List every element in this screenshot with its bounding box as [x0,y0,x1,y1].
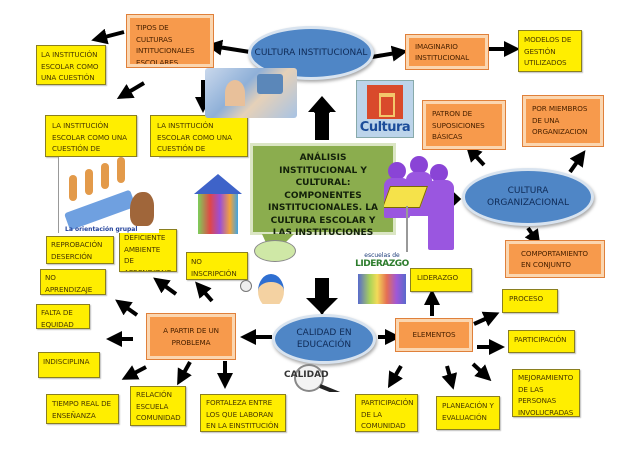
photo-tile-icon [257,74,283,94]
arrow-elementos-to-proceso [473,311,500,327]
temple-column-icon [367,85,403,119]
arrow-organizacional-to-patron [465,145,486,167]
participacion-text: PARTICIPACIÓN [514,335,567,344]
indisciplina-text: INDISCIPLINA [43,357,90,366]
modelos-gestion-text: MODELOS DE GESTIÓN UTILIZADOS [524,35,572,67]
cultura-logo-text: Cultura [359,120,411,135]
comportamiento-text: COMPORTAMIENTO EN CONJUNTO [521,248,588,270]
elementos-text: ELEMENTOS [412,330,456,340]
arrow-ellipse-to-tipos [206,39,251,56]
deficiente-ambiente-text: DEFICIENTE AMBIENTE DE APRENDIZAJE [124,233,172,272]
box-institucion-cuestion: LA INSTITUCIÓN ESCOLAR COMO UNA CUESTIÓN [36,45,106,85]
institucion-cuestion-text: LA INSTITUCIÓN ESCOLAR COMO UNA CUESTIÓN [41,50,99,82]
no-aprendizaje-text: NO APRENDIZAJE [45,273,93,294]
reprobacion-text: REPROBACIÓN DESERCIÓN [51,240,103,261]
box-institucion-concertacion: LA INSTITUCIÓN ESCOLAR COMO UNA CUESTIÓN… [150,115,248,157]
box-por-miembros: POR MIEMBROS DE UNA ORGANIZACION [522,95,604,147]
magnifier-lens-icon [294,364,324,392]
box-comportamiento: COMPORTAMIENTO EN CONJUNTO [505,240,605,278]
mejoramiento-text: MEJORAMIENTO DE LAS PERSONAS INVOLUCRADA… [518,373,574,417]
arrow-problema-to-relacion [177,361,192,386]
calidad-educacion-label: CALIDAD EN EDUCACIÓN [296,328,352,350]
box-relacion-escuela: RELACIÓN ESCUELA COMUNIDAD [130,386,186,426]
planeacion-text: PLANEACIÓN Y EVALUACIÓN [442,401,494,422]
box-tipos-culturas: TIPOS DE CULTURAS INTITUCIONALES ESCOLAR… [126,14,214,68]
thinking-child-image [236,240,306,304]
cultura-organizacional-label: CULTURA ORGANIZACIONAL [487,186,569,208]
box-modelos-gestion: MODELOS DE GESTIÓN UTILIZADOS [518,30,582,72]
liderazgo-text: LIDERAZGO [417,273,459,282]
relacion-escuela-text: RELACIÓN ESCUELA COMUNIDAD [136,390,181,422]
institucion-papeles-text: LA INSTITUCIÓN ESCOLAR COMO UNA CUESTIÓN… [52,121,127,156]
box-planeacion: PLANEACIÓN Y EVALUACIÓN [436,396,500,430]
box-institucion-papeles: LA INSTITUCIÓN ESCOLAR COMO UNA CUESTIÓN… [45,115,137,157]
box-falta-equidad: FALTA DE EQUIDAD [36,304,90,329]
participacion-comunidad-text: PARTICIPACIÓN DE LA COMUNIDAD [361,398,414,430]
box-no-aprendizaje: NO APRENDIZAJE [40,269,106,295]
escuelas-liderazgo-image: escuelas de LIDERAZGO [352,252,412,312]
box-imaginario: IMAGINARIO INSTITUCIONAL [405,34,489,70]
arrow-tipos-to-papeles [116,81,146,100]
box-fortaleza: FORTALEZA ENTRE LOS QUE LABORAN EN LA EI… [200,394,286,432]
person-figure-icon [225,80,245,106]
box-elementos: ELEMENTOS [395,318,473,352]
arrow-problema-to-deficiente [153,277,178,296]
tipos-culturas-text: TIPOS DE CULTURAS INTITUCIONALES ESCOLAR… [136,23,195,67]
colorful-houses-image [188,160,248,240]
center-callout: ANÁLISIS INSTITUCIONAL Y CULTURAL: COMPO… [250,143,396,238]
institucion-concertacion-text: LA INSTITUCIÓN ESCOLAR COMO UNA CUESTIÓN… [157,121,232,156]
arrow-elementos-to-mejoramiento [471,362,492,382]
cultura-institucional-label: CULTURA INSTITUCIONAL [254,48,368,58]
block-arrow-up-icon [308,96,336,140]
escuelas-top-text: escuelas de [364,252,400,259]
cultura-logo: Cultura [356,80,414,138]
arrow-problema-to-tiempo [121,365,147,380]
arrow-organizacional-to-miembros [568,150,586,174]
box-participacion-comunidad: PARTICIPACIÓN DE LA COMUNIDAD [355,394,418,432]
people-group-image [384,156,456,260]
block-arrow-down-icon [306,278,338,314]
imaginario-text: IMAGINARIO INSTITUCIONAL [415,41,470,63]
box-mejoramiento: MEJORAMIENTO DE LAS PERSONAS INVOLUCRADA… [512,369,580,417]
box-reprobacion: REPROBACIÓN DESERCIÓN [46,236,114,264]
escuelas-main-text: LIDERAZGO [355,259,409,269]
proceso-text: PROCESO [509,294,544,303]
arrow-organizacional-to-comportamiento [524,226,541,246]
a-partir-problema-text: A PARTIR DE UN PROBLEMA [163,326,219,347]
arrow-problema-to-no-aprendizaje [115,299,139,317]
ellipse-calidad-educacion: CALIDAD EN EDUCACIÓN [272,314,376,364]
tiempo-real-text: TIEMPO REAL DE ENSEÑANZA [52,399,111,420]
box-tiempo-real: TIEMPO REAL DE ENSEÑANZA [46,394,119,424]
no-inscripcion-text: NO INSCRIPCIÓN [191,257,237,278]
falta-equidad-text: FALTA DE EQUIDAD [41,308,74,329]
box-proceso: PROCESO [502,289,558,313]
thinking-person-image [128,178,156,234]
calidad-lens-text: CALIDAD [284,370,329,380]
people-raising-hands-icon [358,274,406,304]
box-indisciplina: INDISCIPLINA [38,352,100,378]
box-no-inscripcion: NO INSCRIPCIÓN [186,252,248,280]
arrow-ellipse-to-imaginario [371,45,408,62]
box-participacion: PARTICIPACIÓN [508,330,575,353]
box-deficiente-ambiente: DEFICIENTE AMBIENTE DE APRENDIZAJE [119,229,177,272]
collage-image [205,68,297,118]
orientacion-caption: La orientación grupal [65,226,138,233]
calidad-magnifier-image: CALIDAD [280,364,362,392]
center-callout-text: ANÁLISIS INSTITUCIONAL Y CULTURAL: COMPO… [267,153,379,238]
arrow-tipos-to-cuestion [91,28,125,45]
patron-suposiciones-text: PATRON DE SUPOSICIONES BÁSICAS [432,109,485,141]
arrow-elementos-to-planeacion [441,365,458,390]
ellipse-cultura-organizacional: CULTURA ORGANIZACIONAL [462,168,594,226]
box-a-partir-problema: A PARTIR DE UN PROBLEMA [146,313,236,360]
por-miembros-text: POR MIEMBROS DE UNA ORGANIZACION [532,104,588,136]
fortaleza-text: FORTALEZA ENTRE LOS QUE LABORAN EN LA EI… [206,398,279,430]
magnifier-handle-icon [319,384,356,392]
box-patron-suposiciones: PATRON DE SUPOSICIONES BÁSICAS [422,100,506,150]
box-liderazgo: LIDERAZGO [410,268,472,292]
arrow-elementos-to-participacion-comunidad [387,364,403,389]
arrow-problema-to-no-inscripcion [195,281,214,303]
